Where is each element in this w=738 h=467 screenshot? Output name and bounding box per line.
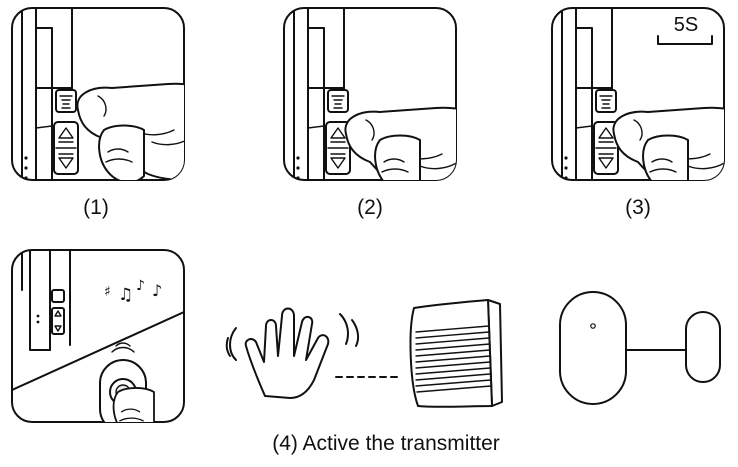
step-2-label: (2) <box>357 196 383 219</box>
music-notes-icon: ♯ ♫ ♪ ♪ <box>104 278 162 305</box>
svg-text:♪: ♪ <box>136 278 145 294</box>
svg-text:♫: ♫ <box>118 285 133 305</box>
door-sensor <box>559 291 721 405</box>
svg-text:♯: ♯ <box>104 284 111 300</box>
activation-caption: (4) Active the transmitter <box>272 432 500 455</box>
step-1-panel <box>11 7 185 181</box>
timer-label: 5S <box>673 14 699 36</box>
hand-wave-icon <box>225 307 360 399</box>
step-3-panel <box>551 7 725 181</box>
motion-sensor <box>409 299 503 408</box>
step-3-label: (3) <box>625 196 651 219</box>
step-1-label: (1) <box>83 196 109 219</box>
step-2-panel <box>283 7 457 181</box>
step-4-panel <box>11 249 185 423</box>
svg-text:♪: ♪ <box>152 281 162 300</box>
